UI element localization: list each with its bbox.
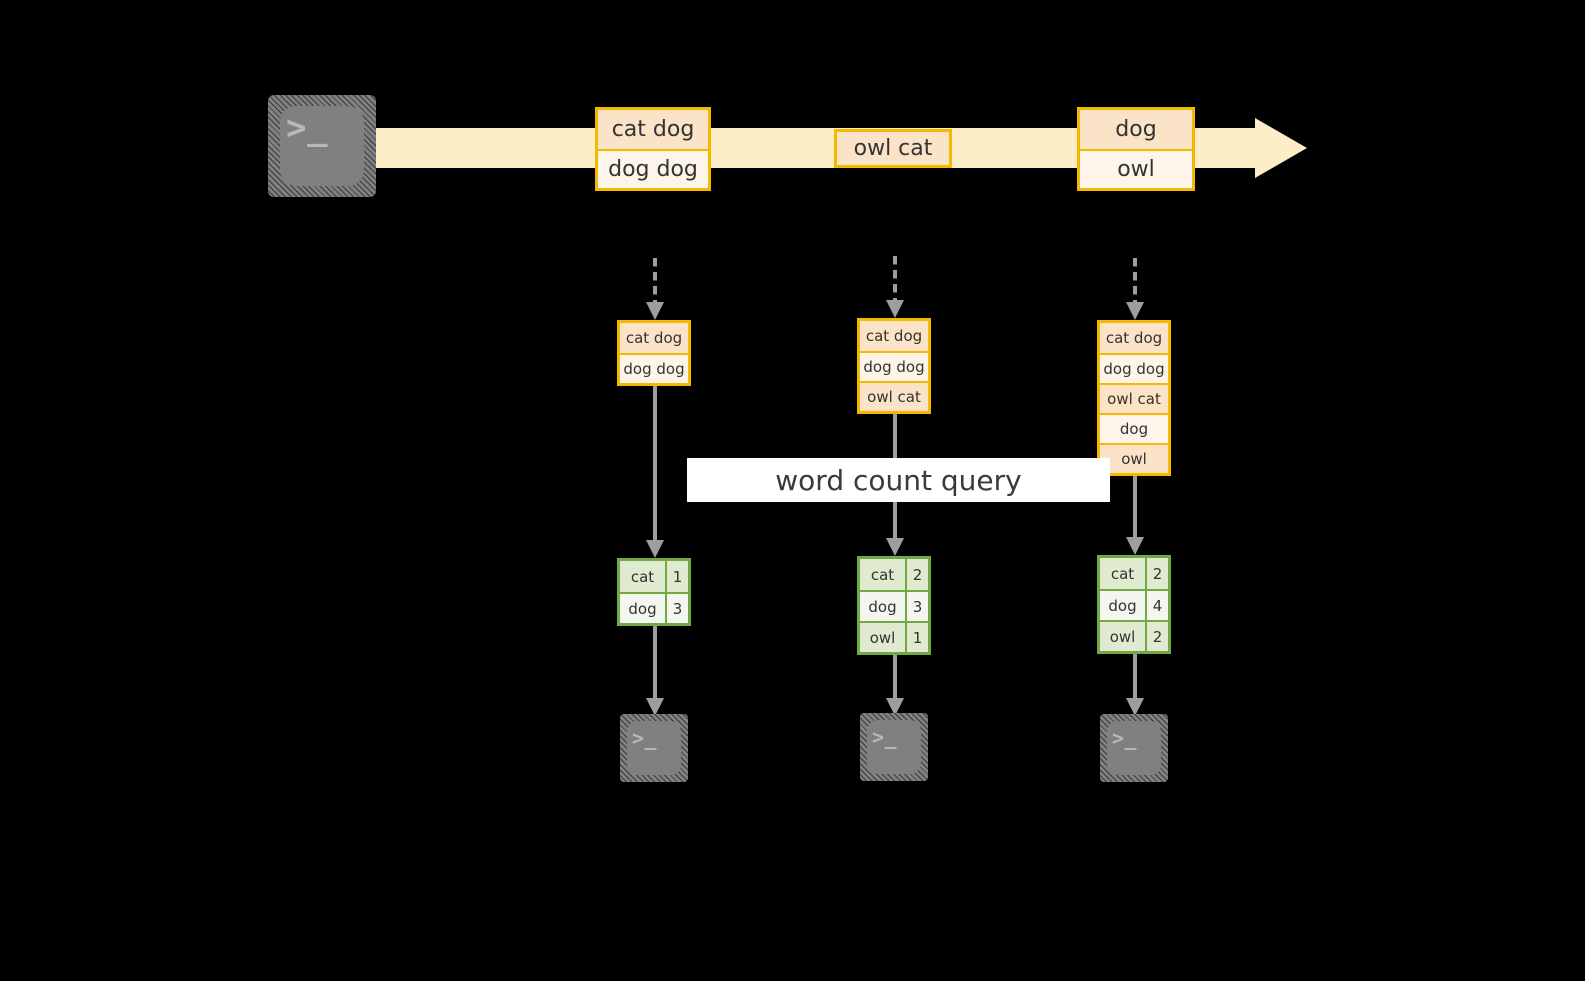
query-label-text: word count query <box>775 463 1022 497</box>
connector-arrowhead <box>886 300 904 318</box>
table-row: owl 1 <box>860 621 928 652</box>
stream-event: cat dog <box>598 110 708 149</box>
terminal-screen <box>627 721 681 775</box>
stream-event-group-3: dog owl <box>1077 107 1195 191</box>
result-value: 2 <box>1145 622 1168 651</box>
result-key: owl <box>869 628 896 647</box>
snapshot-stack-3: cat dog dog dog owl cat dog owl <box>1097 320 1171 476</box>
stream-event: dog dog <box>598 149 708 188</box>
connector-line <box>1133 476 1137 537</box>
result-value: 3 <box>665 594 688 623</box>
stream-event: owl cat <box>837 132 949 165</box>
table-row: dog 3 <box>860 590 928 621</box>
result-key: dog <box>1108 596 1137 615</box>
terminal-prompt-glyph: >_ <box>286 108 329 148</box>
query-label-banner: word count query <box>687 458 1110 502</box>
connector-arrowhead <box>1126 302 1144 320</box>
connector-line <box>1133 654 1137 698</box>
connector-line <box>653 258 657 302</box>
connector-line <box>1133 258 1137 302</box>
connector-line <box>893 655 897 698</box>
snapshot-event: owl cat <box>1100 383 1168 413</box>
table-row: cat 2 <box>860 559 928 590</box>
table-row: cat 1 <box>620 561 688 592</box>
snapshot-event: cat dog <box>1100 323 1168 353</box>
terminal-prompt-glyph: >_ <box>1112 726 1137 750</box>
connector-arrowhead <box>1126 537 1144 555</box>
connector-arrowhead <box>646 540 664 558</box>
result-key: cat <box>630 567 655 586</box>
snapshot-event: cat dog <box>860 321 928 351</box>
table-row: owl 2 <box>1100 620 1168 651</box>
source-terminal-icon: >_ <box>268 95 376 197</box>
result-value: 3 <box>905 592 928 621</box>
result-value: 4 <box>1145 591 1168 620</box>
connector-line <box>653 626 657 698</box>
snapshot-event: dog dog <box>620 353 688 383</box>
sink-terminal-icon-3: >_ <box>1100 714 1168 782</box>
connector-arrowhead <box>646 698 664 716</box>
stream-event: owl <box>1080 149 1192 188</box>
terminal-screen <box>1107 721 1161 775</box>
snapshot-event: dog <box>1100 413 1168 443</box>
snapshot-event: cat dog <box>620 323 688 353</box>
table-row: dog 4 <box>1100 589 1168 620</box>
connector-arrowhead <box>646 302 664 320</box>
table-row: dog 3 <box>620 592 688 623</box>
connector-line <box>653 386 657 540</box>
terminal-prompt-glyph: >_ <box>872 725 897 749</box>
snapshot-stack-1: cat dog dog dog <box>617 320 691 386</box>
terminal-prompt-glyph: >_ <box>632 726 657 750</box>
result-table-2: cat 2 dog 3 owl 1 <box>857 556 931 655</box>
result-key: cat <box>870 565 895 584</box>
result-key: cat <box>1110 564 1135 583</box>
sink-terminal-icon-1: >_ <box>620 714 688 782</box>
event-stream-arrowhead <box>1255 118 1307 178</box>
snapshot-event: owl <box>1100 443 1168 473</box>
result-key: owl <box>1109 627 1136 646</box>
result-value: 1 <box>905 623 928 652</box>
connector-arrowhead <box>886 538 904 556</box>
stream-event-group-1: cat dog dog dog <box>595 107 711 191</box>
terminal-screen <box>867 720 921 774</box>
snapshot-event: dog dog <box>860 351 928 381</box>
result-value: 1 <box>665 561 688 592</box>
snapshot-stack-2: cat dog dog dog owl cat <box>857 318 931 414</box>
sink-terminal-icon-2: >_ <box>860 713 928 781</box>
connector-arrowhead <box>886 698 904 716</box>
stream-event: dog <box>1080 110 1192 149</box>
terminal-screen <box>279 106 365 186</box>
snapshot-event: owl cat <box>860 381 928 411</box>
result-key: dog <box>628 599 657 618</box>
connector-arrowhead <box>1126 698 1144 716</box>
snapshot-event: dog dog <box>1100 353 1168 383</box>
connector-line <box>893 256 897 300</box>
result-key: dog <box>868 597 897 616</box>
result-value: 2 <box>905 559 928 590</box>
stream-event-group-2: owl cat <box>834 129 952 168</box>
result-table-1: cat 1 dog 3 <box>617 558 691 626</box>
result-value: 2 <box>1145 558 1168 589</box>
result-table-3: cat 2 dog 4 owl 2 <box>1097 555 1171 654</box>
table-row: cat 2 <box>1100 558 1168 589</box>
